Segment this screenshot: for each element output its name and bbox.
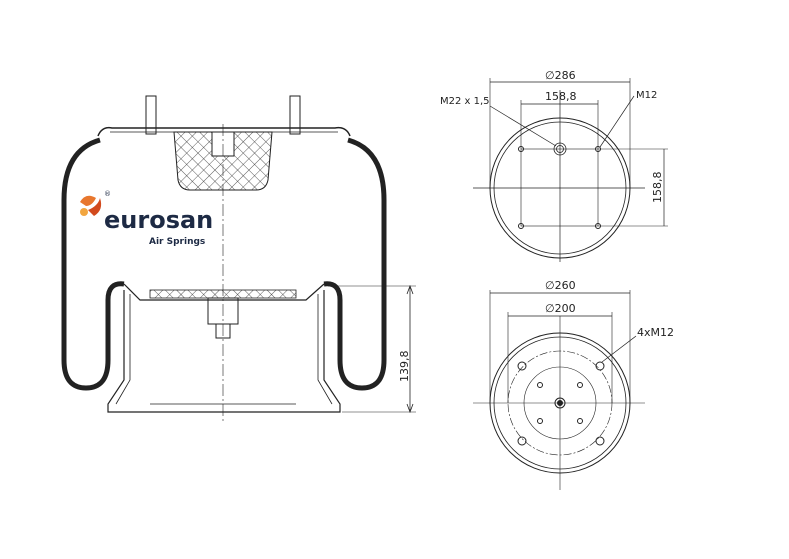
piston-height-label: 139,8	[398, 351, 411, 383]
stud-thread-label: M12	[636, 90, 657, 101]
top-view	[473, 78, 668, 262]
registered-mark: ®	[104, 190, 111, 198]
center-thread-label: M22 x 1,5	[440, 96, 490, 107]
top-bolt-spacing-h-label: 158,8	[545, 90, 577, 103]
top-bolt-spacing-v-label: 158,8	[651, 172, 664, 204]
bottom-holes-label: 4xM12	[637, 326, 674, 339]
bottom-inner-diameter-label: ∅200	[545, 302, 576, 315]
eurosan-logo: ® eurosan Air Springs	[80, 190, 213, 247]
bottom-view	[473, 290, 645, 490]
top-diameter-label: ∅286	[545, 69, 576, 82]
side-view	[61, 95, 416, 424]
bottom-outer-diameter-label: ∅260	[545, 279, 576, 292]
logo-subtitle: Air Springs	[149, 237, 205, 247]
logo-brand: eurosan	[104, 206, 213, 234]
